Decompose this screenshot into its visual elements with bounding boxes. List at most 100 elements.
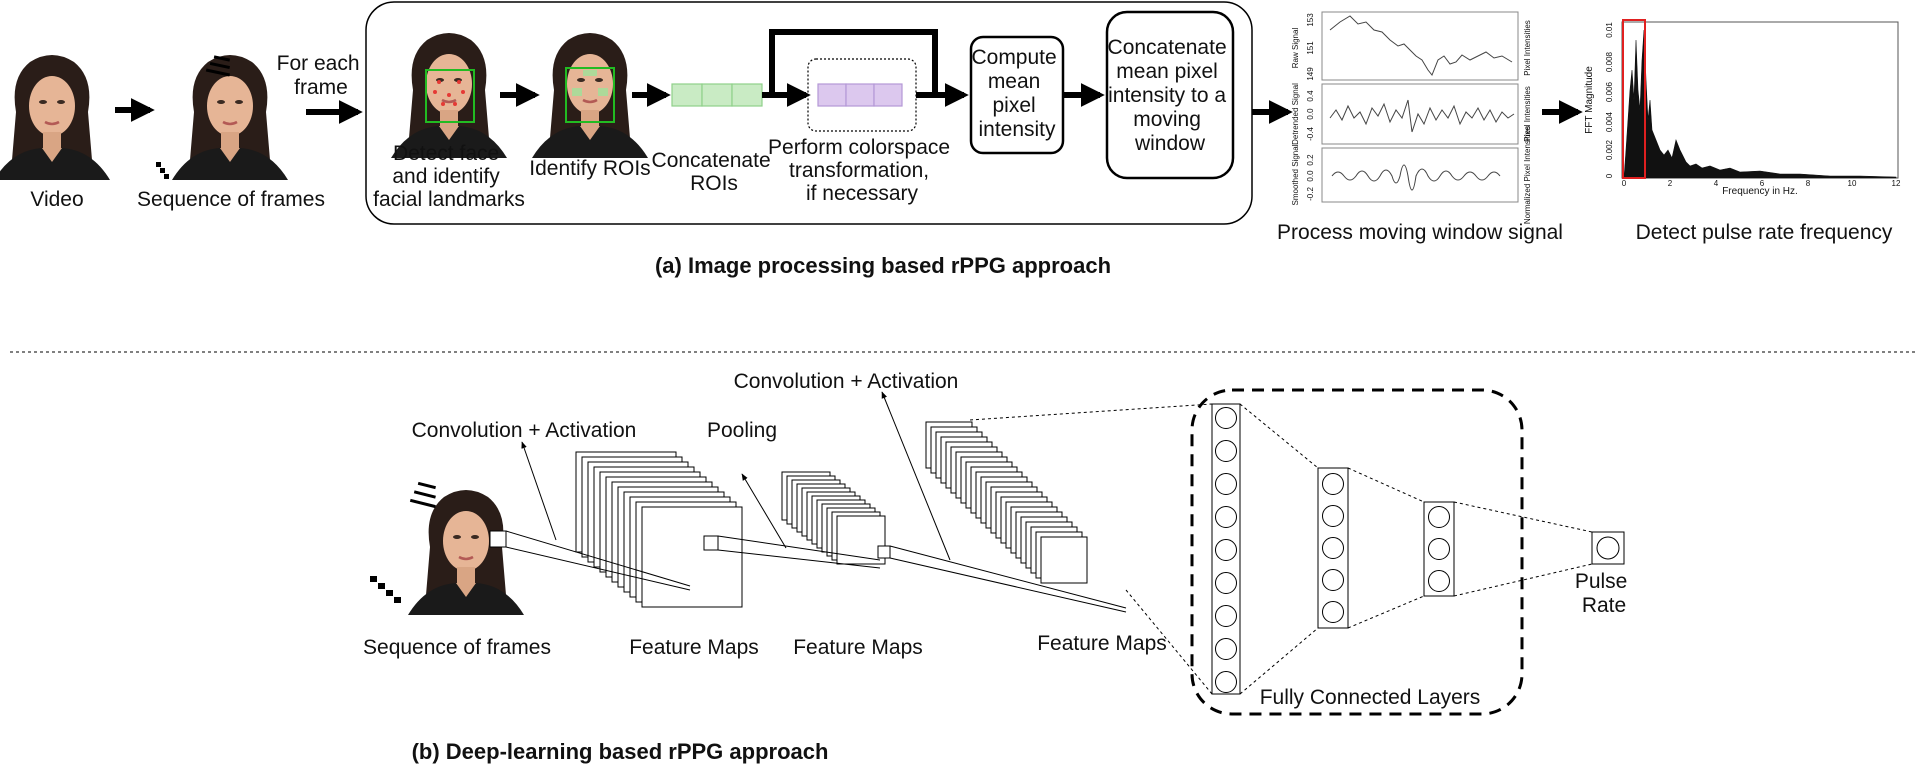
pulse-rate-label: Pulse Rate (1575, 570, 1633, 617)
svg-text:0.01: 0.01 (1605, 22, 1614, 38)
fft-spectrum (1623, 29, 1897, 179)
conv-activation-label-1: Convolution + Activation (412, 419, 637, 442)
svg-text:0.006: 0.006 (1605, 81, 1614, 102)
for-each-frame-label: For each frame (277, 52, 366, 99)
process-signal-label: Process moving window signal (1277, 221, 1563, 244)
colorspace-label: Perform colorspace transformation, if ne… (768, 136, 956, 205)
feature-map-stack-3 (925, 421, 1088, 584)
fully-connected-container (1190, 388, 1524, 716)
svg-text:-0.4: -0.4 (1306, 127, 1315, 141)
feature-map-stack-1 (575, 451, 743, 608)
neuron-node (1322, 601, 1344, 623)
face-bounding-box (425, 69, 475, 123)
detect-face-label: Detect face and identify facial landmark… (373, 142, 525, 211)
svg-text:Raw Signal: Raw Signal (1291, 28, 1300, 69)
signal-panels: Raw Signal Detrended Signal Smoothed Sig… (1291, 11, 1532, 224)
svg-text:Smoothed Signal: Smoothed Signal (1291, 144, 1300, 205)
svg-text:8: 8 (1806, 179, 1811, 188)
svg-text:2: 2 (1668, 179, 1673, 188)
svg-text:153: 153 (1306, 13, 1315, 27)
dl-frame-stack-marks (370, 481, 436, 603)
dl-frames-label: Sequence of frames (363, 636, 551, 659)
roi-face-image (530, 31, 650, 160)
fft-chart: FFT Magnitude Frequency in Hz. 0 0.002 0… (1584, 19, 1901, 197)
conv-activation-label-2: Convolution + Activation (734, 370, 959, 393)
fc-layer-3 (1423, 501, 1455, 597)
svg-text:0.2: 0.2 (1306, 154, 1315, 166)
feature-map-layer (641, 506, 743, 608)
fft-xticks: 0 2 4 6 8 10 12 (1622, 179, 1901, 188)
frames-label: Sequence of frames (137, 188, 325, 211)
signal-ticks: 153 151 149 0.4 0.0 -0.4 0.2 0.0 -0.2 (1306, 13, 1315, 201)
compute-mean-label: Compute mean pixel intensity (971, 46, 1062, 141)
svg-text:Pixel Intensities: Pixel Intensities (1523, 86, 1532, 142)
feature-maps-label-2: Feature Maps (793, 636, 923, 659)
feature-maps-label-1: Feature Maps (629, 636, 759, 659)
neuron-node (1215, 506, 1237, 528)
roi-patches (572, 70, 608, 96)
frame-stack-marks (156, 55, 231, 179)
svg-text:0.002: 0.002 (1605, 139, 1614, 160)
smoothed-signal-panel (1321, 147, 1519, 203)
svg-text:Pixel Intensities: Pixel Intensities (1523, 20, 1532, 76)
svg-text:4: 4 (1714, 179, 1719, 188)
video-face-image (0, 53, 112, 182)
neuron-node (1428, 506, 1450, 528)
detrended-signal-panel (1321, 83, 1519, 145)
roi-bounding-box (565, 67, 615, 123)
pulse-rate-output (1591, 531, 1625, 565)
svg-text:149: 149 (1306, 67, 1315, 81)
raw-signal-panel (1321, 11, 1519, 81)
detrended-signal-line (1329, 99, 1515, 133)
neuron-node (1215, 638, 1237, 660)
svg-text:151: 151 (1306, 41, 1315, 55)
feature-map-stack-2 (781, 471, 886, 565)
svg-text:0.4: 0.4 (1306, 90, 1315, 102)
video-label: Video (30, 188, 83, 211)
concatenated-rois-bar (671, 83, 763, 107)
neuron-node (1322, 569, 1344, 591)
fc-layer-2 (1317, 467, 1349, 629)
svg-text:12: 12 (1892, 179, 1901, 188)
concatenate-window-box (1105, 10, 1235, 180)
neuron-node (1322, 473, 1344, 495)
neuron-node (1215, 407, 1237, 429)
pooling-label: Pooling (707, 419, 777, 442)
neuron-node (1428, 570, 1450, 592)
landmark-dots (433, 80, 465, 106)
concatenate-window-label: Concatenate mean pixel intensity to a mo… (1108, 36, 1233, 155)
neuron-node (1215, 473, 1237, 495)
neuron-node (1322, 537, 1344, 559)
caption-a: (a) Image processing based rPPG approach (655, 253, 1111, 278)
svg-text:10: 10 (1848, 179, 1857, 188)
projection-lines (505, 530, 1127, 613)
identify-rois-label: Identify ROIs (529, 157, 650, 180)
concatenate-rois-label: Concatenate ROIs (652, 149, 777, 195)
feature-maps-label-3: Feature Maps (1037, 632, 1167, 655)
label-pointer-arrows (521, 391, 951, 561)
neuron-node (1428, 538, 1450, 560)
frames-face-image (170, 53, 290, 182)
fft-xlabel: Frequency in Hz. (1722, 186, 1798, 197)
neuron-node (1215, 572, 1237, 594)
top-pipeline: Video Sequence of frames For each frame (0, 1, 1901, 278)
svg-text:0.008: 0.008 (1605, 51, 1614, 72)
input-patch (489, 530, 507, 548)
feature-map-layer (1040, 536, 1088, 584)
signal-left-labels: Raw Signal Detrended Signal Smoothed Sig… (1291, 28, 1300, 206)
neuron-node (1215, 539, 1237, 561)
feature-map-layer (836, 515, 886, 565)
svg-text:0.004: 0.004 (1605, 111, 1614, 132)
svg-text:6: 6 (1760, 179, 1765, 188)
fc-connectors (969, 403, 1593, 695)
svg-text:0.0: 0.0 (1306, 170, 1315, 182)
fc-layer-1 (1211, 403, 1241, 695)
fully-connected-label: Fully Connected Layers (1260, 686, 1481, 709)
dl-frames-face-image (406, 488, 526, 617)
neuron-node (1322, 505, 1344, 527)
neuron-node (1215, 440, 1237, 462)
svg-text:0: 0 (1622, 179, 1627, 188)
svg-text:0.0: 0.0 (1306, 108, 1315, 120)
smoothed-signal-line (1331, 164, 1501, 191)
colorspace-bar (817, 83, 903, 107)
